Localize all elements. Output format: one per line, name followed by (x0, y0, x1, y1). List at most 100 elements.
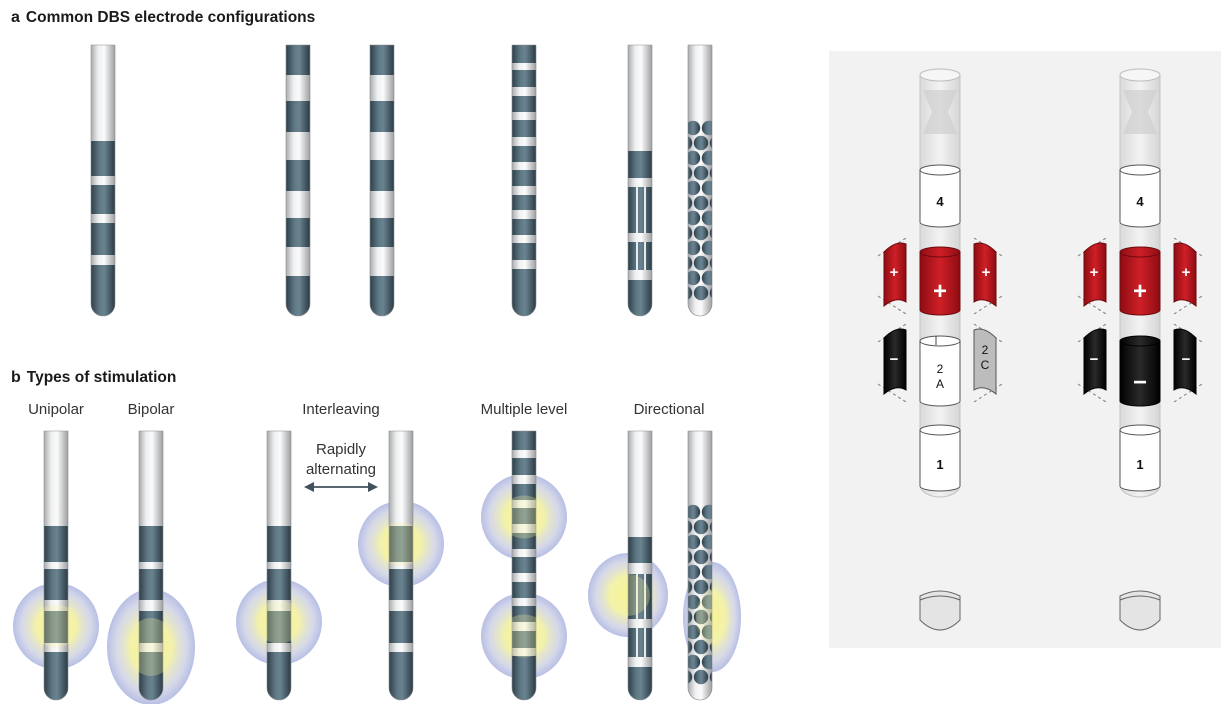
directional-dot (701, 624, 712, 640)
anode-center-top (1119, 246, 1161, 258)
segmented-contact (628, 574, 652, 619)
directional-dot (693, 195, 709, 211)
directional-dot (688, 609, 693, 625)
contact-band (370, 276, 394, 316)
contact-band (139, 569, 163, 600)
directional-dot (688, 504, 701, 520)
contact-band (512, 219, 536, 235)
directional-dot (688, 180, 701, 196)
electrode-lead (511, 430, 537, 701)
anode-segment-left (1083, 242, 1107, 308)
lead-shaft (628, 431, 652, 700)
lead-outline (627, 44, 653, 317)
lead-outline (266, 430, 292, 701)
directional-dot (688, 549, 693, 565)
lead-outline (511, 430, 537, 701)
label-interleaving: Interleaving (302, 401, 380, 418)
electrode-lead (285, 44, 311, 317)
directional-dot (688, 135, 693, 151)
electrode-lead (511, 44, 537, 317)
directional-dot (688, 255, 693, 271)
panel-b-letter: b (11, 369, 21, 386)
contact-band (512, 96, 536, 112)
contact-band (44, 611, 68, 643)
contact-band (512, 243, 536, 260)
directional-dot (693, 225, 709, 241)
contact-band (286, 276, 310, 316)
directional-dot (688, 594, 701, 610)
contact-1-label: 1 (936, 457, 943, 472)
anode-center (919, 251, 961, 316)
anode-segment-right (1173, 242, 1197, 308)
directional-dot (701, 534, 712, 550)
cathode-segment-left (1083, 328, 1107, 396)
field-glow (377, 522, 425, 566)
contact-band (628, 280, 652, 316)
directional-dot (688, 534, 701, 550)
contact-band (139, 652, 163, 700)
lead-right: 4+++−−−1 (1077, 68, 1203, 631)
contact-band (389, 611, 413, 643)
cathode-right-sign: − (1182, 351, 1191, 368)
cathode-center (1119, 340, 1161, 407)
segmented-contact (628, 187, 652, 233)
directional-dot (688, 639, 693, 655)
directional-dot (688, 285, 693, 301)
electrode-lead (90, 44, 116, 317)
segment-2c-label-letter: C (981, 358, 990, 372)
cathode-center-sign: − (1133, 369, 1147, 396)
directional-dot (693, 135, 709, 151)
directional-dot (701, 210, 712, 226)
segment-2c-label-number: 2 (982, 343, 989, 357)
directional-dot (701, 504, 712, 520)
cathode-segment-left (883, 328, 907, 396)
contact-band (389, 652, 413, 700)
contact-band (512, 70, 536, 87)
lead-outline (388, 430, 414, 701)
directional-dot (701, 270, 712, 286)
anode-left-sign: + (1090, 264, 1099, 281)
directional-dot (688, 165, 693, 181)
pulse-generator-icon (919, 590, 961, 631)
lead-outline (285, 44, 311, 317)
electrode-lead (627, 430, 653, 701)
directional-dot (701, 150, 712, 166)
contact-band (512, 120, 536, 137)
anode-center-sign: + (933, 278, 947, 305)
anode-center-sign: + (1133, 278, 1147, 305)
electrode-lead (627, 44, 653, 317)
segment-2a-label-number: 2 (937, 362, 944, 376)
directional-dot (701, 564, 712, 580)
segmented-contact (628, 242, 652, 270)
directional-dot (693, 609, 709, 625)
contact-4 (1119, 169, 1161, 228)
contact-band (512, 170, 536, 186)
contact-band (628, 151, 652, 178)
pulse-generator-rim (919, 595, 961, 601)
contact-band (512, 431, 536, 450)
lead-outline (369, 44, 395, 317)
field-glow (500, 495, 548, 539)
contact-band (512, 656, 536, 700)
contact-4 (919, 169, 961, 228)
lead-marker (923, 90, 957, 134)
directional-dot (693, 255, 709, 271)
directional-dot (701, 120, 712, 136)
cathode-segment-right (1173, 328, 1197, 396)
electrode-lead (388, 430, 414, 701)
contact-band (139, 526, 163, 562)
segment-2c (973, 328, 997, 396)
contact-band (267, 569, 291, 600)
label-bipolar: Bipolar (127, 401, 175, 418)
contact-band (512, 557, 536, 573)
contact-band (512, 45, 536, 63)
contact-band (512, 195, 536, 210)
cathode-center-top (1119, 335, 1161, 347)
cathode-left-sign: − (890, 351, 899, 368)
contact-band (512, 484, 536, 500)
arrow-head-right (368, 482, 378, 492)
directional-dot (688, 579, 693, 595)
lead-outline (43, 430, 69, 701)
lead-marker (1123, 90, 1157, 134)
